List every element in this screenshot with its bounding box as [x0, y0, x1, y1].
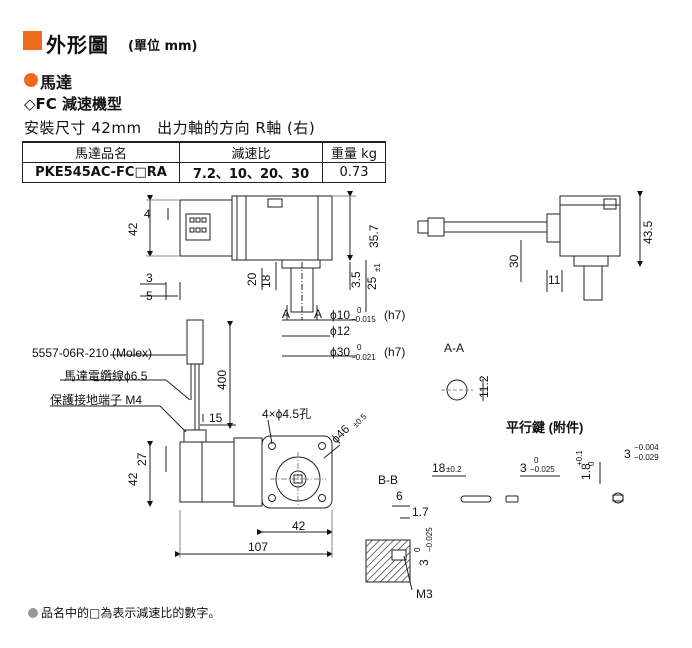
dim-3-5: 3.5	[349, 271, 363, 288]
connector-label: 5557-06R-210 (Molex)	[32, 346, 152, 360]
spec-table: 馬達品名 減速比 重量 kg PKE545AC-FC□RA 7.2、10、20、…	[22, 141, 386, 183]
table-row: PKE545AC-FC□RA 7.2、10、20、30 0.73	[22, 162, 386, 183]
dim-20: 20	[245, 272, 259, 286]
footnote-dot-icon	[28, 608, 38, 618]
flange-front-view	[261, 435, 333, 509]
cell-name: PKE545AC-FC□RA	[22, 162, 180, 183]
aa-label: A-A	[444, 341, 464, 355]
dim-30: 30	[507, 254, 521, 268]
dim-phi10-fit: (h7)	[384, 308, 405, 322]
footnote-text: 品名中的□為表示減速比的數字。	[41, 606, 221, 620]
dim-400: 400	[215, 370, 229, 390]
cell-ratio: 7.2、10、20、30	[179, 162, 323, 183]
key-height-tol-dn: 0	[587, 461, 596, 466]
dim-phi12: ϕ12	[330, 324, 350, 338]
dim-4: 4	[144, 207, 151, 221]
dim-35-7: 35.7	[367, 224, 381, 248]
dim-phi30-tol-dn: −0.021	[351, 353, 376, 362]
page-title: 外形圖	[46, 33, 109, 57]
dim-5: 5	[146, 289, 153, 303]
spec-header-row: 馬達品名 減速比 重量 kg	[22, 141, 386, 163]
section-mark-a2: A	[314, 307, 322, 321]
dim-25-tol: ±1	[373, 263, 382, 272]
dim-phi30-tol-up: 0	[357, 343, 362, 352]
dim-1-7: 1.7	[412, 505, 429, 519]
dim-25: 25	[365, 276, 379, 290]
bottom-side-view	[179, 319, 263, 507]
dim-42-bottom: 42	[292, 519, 306, 533]
key-height: 1.8	[579, 463, 593, 480]
end-view	[417, 195, 621, 301]
bb-label: B-B	[378, 473, 398, 487]
dim-42-left: 42	[126, 222, 140, 236]
model-type: ◇FC 減速機型	[24, 95, 123, 113]
dim-107: 107	[248, 540, 268, 554]
cable-label: 馬達電纜線ϕ6.5	[64, 368, 148, 383]
section-dot-icon	[24, 73, 38, 87]
ground-label: 保護接地端子 M4	[50, 392, 142, 407]
key-width: 3	[520, 461, 527, 475]
key-length: 18	[432, 461, 446, 475]
dim-phi10-tol-up: 0	[357, 306, 362, 315]
dim-phi10-tol-dn: −0.015	[351, 315, 376, 324]
dim-phi30: ϕ30	[330, 345, 350, 359]
key-width-tol-up: 0	[534, 456, 539, 465]
unit-label: (單位 mm)	[128, 39, 198, 54]
dim-15: 15	[209, 411, 223, 425]
key-width-tol-dn: −0.025	[530, 465, 555, 474]
parallel-key-drawing	[460, 492, 624, 504]
col-name: 馬達品名	[22, 141, 180, 163]
dim-42-bottom-left: 42	[126, 472, 140, 486]
dim-3-bb-tol-dn: −0.025	[425, 527, 434, 552]
dim-phi10: ϕ10	[330, 308, 350, 322]
dim-phi30-fit: (h7)	[384, 345, 405, 359]
title-square-icon	[23, 31, 42, 50]
dim-6: 6	[396, 489, 403, 503]
m3-label: M3	[416, 587, 433, 601]
cell-weight: 0.73	[322, 162, 386, 183]
dim-3-bb-tol-up: 0	[413, 547, 422, 552]
dim-11: 11	[548, 273, 561, 287]
mount-size: 安裝尺寸 42mm 出力軸的方向 R軸 (右)	[24, 119, 316, 137]
key-thickness-tol-up: −0.004	[634, 443, 659, 452]
holes-label: 4×ϕ4.5孔	[262, 407, 311, 421]
bb-section-shape	[365, 539, 411, 583]
key-length-tol: ±0.2	[446, 465, 462, 474]
dim-3: 3	[146, 271, 153, 285]
footnote: 品名中的□為表示減速比的數字。	[28, 604, 220, 621]
dim-27: 27	[135, 452, 149, 466]
dim-18: 18	[259, 274, 273, 288]
pcd-tol: ±0.5	[351, 412, 369, 430]
key-thickness: 3	[624, 447, 631, 461]
col-weight: 重量 kg	[322, 141, 386, 163]
dim-3-bb: 3	[417, 559, 431, 566]
side-view	[179, 195, 333, 320]
key-title: 平行鍵 (附件)	[506, 420, 583, 435]
key-thickness-tol-dn: −0.029	[634, 453, 659, 462]
key-height-tol-up: +0.1	[575, 450, 584, 466]
section-mark-a1: A	[282, 307, 290, 321]
section-title: 馬達	[40, 73, 73, 92]
dim-11-2: 11.2	[477, 375, 491, 398]
dim-43-5: 43.5	[641, 220, 655, 244]
